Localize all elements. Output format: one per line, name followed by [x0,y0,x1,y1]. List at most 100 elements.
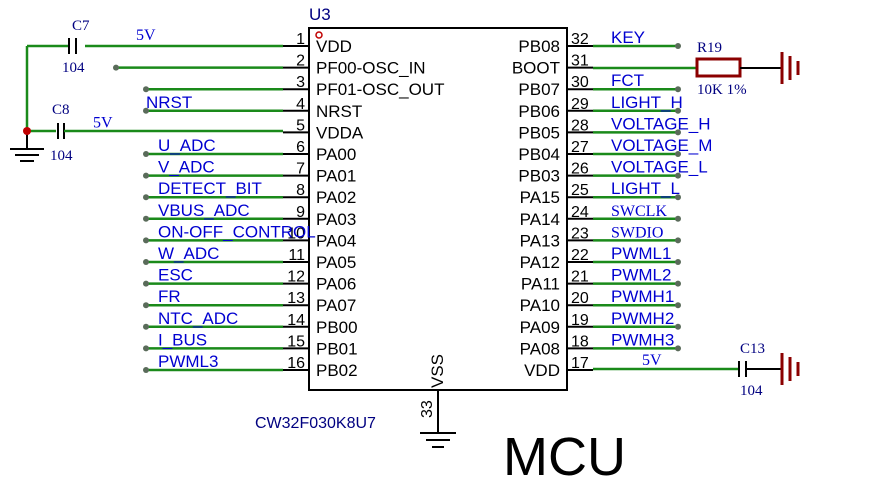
pin-number: 4 [296,96,305,113]
net-label-right: SWCLK [611,203,667,220]
r19-ref: R19 [697,40,722,56]
wire-end-dot [675,172,681,179]
pin-number: 1 [296,31,305,48]
wire-end-dot [675,323,681,330]
wire-end-dot [675,259,681,265]
pin-name: BOOT [512,59,560,78]
chip-part-number: CW32F030K8U7 [255,415,376,432]
pin-name: PA14 [520,210,560,229]
wire-end-dot [143,107,149,114]
wire-end-dot [675,86,681,93]
net-label-left: VBUS_ADC [158,201,250,220]
net-label-right: VOLTAGE_L [611,158,708,177]
pin-name: PA11 [521,275,560,294]
pin-name: PA05 [316,253,356,272]
pin-name: PA04 [316,231,356,250]
wire-end-dot [675,43,681,49]
net-label-right: VOLTAGE_H [611,114,711,133]
pin-name: PA10 [520,296,560,315]
pin-name: VDDA [316,123,364,142]
net-label-right: PWML1 [611,244,671,263]
pin-number: 2 [296,53,305,70]
pin-name: PA01 [316,167,356,186]
pin-number: 12 [287,269,305,286]
net-label-right: PWMH3 [611,330,674,349]
net-label-left: ESC [158,266,193,285]
pin-number: 17 [571,355,589,372]
wire-end-dot [675,129,681,136]
pin-name: PA13 [520,231,560,250]
net-label-right: LIGHT_H [611,93,683,112]
capacitor-c13 [593,353,800,385]
pin-number: 30 [571,74,589,91]
pin-number: 6 [296,139,305,156]
net-label-left: U_ADC [158,136,216,155]
wire-end-dot [143,280,149,287]
junction-dot [23,127,31,135]
net-label-right: 5V [642,352,662,369]
pin-name: PA07 [316,296,356,315]
pin-name: PA06 [316,275,356,294]
pin-name: PB06 [518,102,560,121]
net-label-left: PWML3 [158,352,218,371]
capacitor-c7 [25,38,283,131]
net-label-right: PWMH1 [611,287,674,306]
pin-name: PB08 [518,37,560,56]
pin-name: NRST [316,102,362,121]
net-label-right: VOLTAGE_M [611,136,712,155]
pin-name: PA09 [520,318,560,337]
pin-name: PB04 [518,145,560,164]
wire-end-dot [143,237,149,244]
pin-number: 24 [571,204,589,221]
wire-end-dot [675,194,681,201]
pin-name: PA02 [316,188,356,207]
pin-name: PB02 [316,361,358,380]
chip-ref: U3 [309,5,331,24]
pin-number: 22 [571,247,589,264]
pin-name: VDD [524,361,560,380]
resistor-r19 [593,52,800,84]
pin-number: 16 [287,355,305,372]
wire-end-dot [143,151,149,157]
r19-value: 10K 1% [697,82,747,98]
pin-name: PA15 [520,188,560,207]
pin-name: PF01-OSC_OUT [316,80,444,99]
wire-end-dot [143,172,149,179]
net-label-right: PWML2 [611,266,671,285]
c8-value: 104 [50,148,73,164]
pin-number: 31 [571,53,589,70]
net-label-left: ON-OFF_CONTROL [158,222,316,241]
pin-name: VDD [316,37,352,56]
wire-end-dot [675,280,681,287]
pin-number: 29 [571,96,589,113]
wire-end-dot [675,345,681,352]
pin-number: 10 [287,225,305,242]
wire-end-dot [675,302,681,309]
wire-end-dot [143,345,149,352]
net-label-left: V_ADC [158,158,215,177]
net-label-left: DETECT_BIT [158,179,262,198]
pin-name: PB07 [518,80,560,99]
pin-number: 13 [287,290,305,307]
pin-number: 28 [571,117,589,134]
pin-number: 21 [571,269,589,286]
wire-end-dot [143,367,149,373]
net-label-right: FCT [611,71,644,90]
vss-pin-name: VSS [428,354,447,388]
c13-value: 104 [740,383,763,399]
pin-number: 25 [571,182,589,199]
pin-name: PA12 [520,253,560,272]
wire-end-dot [675,151,681,157]
pin-name: PB01 [316,339,358,358]
net-label-left: I_BUS [158,330,207,349]
wire-end-dot [675,237,681,244]
net-label-left: 5V [136,27,156,44]
net-label-right: LIGHT_L [611,179,680,198]
wire-end-dot [143,302,149,309]
net-label-left: 5V [93,114,113,131]
pin1-marker [315,31,323,39]
pin-name: PF00-OSC_IN [316,59,426,78]
wire-end-dot [143,259,149,265]
capacitor-c8 [10,123,283,162]
